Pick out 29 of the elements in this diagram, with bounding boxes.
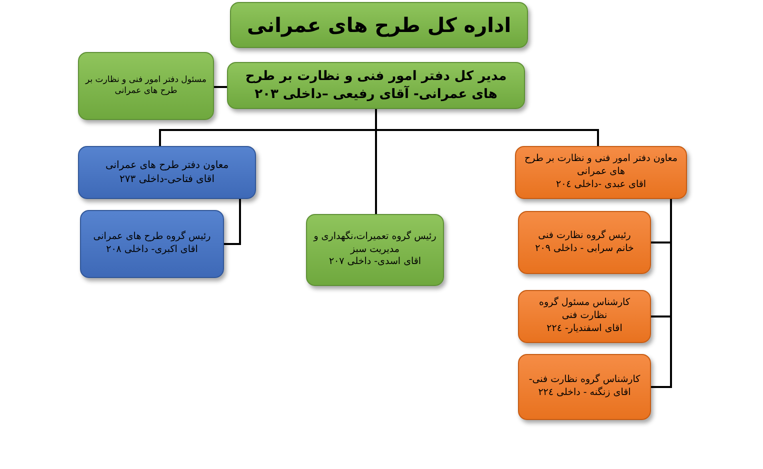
role-box — [518, 290, 651, 343]
director-box — [227, 62, 525, 109]
connector-line — [224, 199, 241, 245]
connector-line — [214, 86, 227, 88]
role-box — [306, 214, 444, 286]
box-text: مدیر کل دفتر امور فنی و نظارت بر طرح های عمرانی- آقای رفیعی –داخلی ۲۰۳ — [244, 68, 508, 104]
box-text: مسئول دفتر امور فنی و نظارت بر طرح های عمرانی — [85, 74, 207, 98]
box-text: رئیس گروه نظارت فنی — [538, 230, 631, 242]
role-box — [80, 210, 224, 278]
role-box — [515, 146, 687, 199]
box-text: رئیس گروه تعمیرات،نگهداری و مدیریت سبز — [313, 230, 437, 256]
box-text: کارشناس گروه نظارت فنی-اقای زنگنه - داخلی ۲۲٤ — [528, 374, 642, 400]
box-text: معاون دفتر طرح های عمرانی — [105, 159, 229, 172]
box-text: خانم سرابی - داخلی ۲۰۹ — [535, 242, 634, 256]
box-text: اقای اکبری- داخلی ۲۰۸ — [106, 244, 198, 257]
box-text: معاون دفتر امور فنی و نظارت بر طرح های عمرانی — [524, 153, 678, 179]
role-box — [518, 211, 651, 274]
role-box — [78, 146, 256, 199]
role-box — [518, 354, 651, 420]
box-text: کارشناس مسئول گروه نظارت فنی — [538, 297, 631, 323]
box-text: اقای فتاحی-داخلی ۲۷۳ — [120, 172, 214, 186]
box-text: اقای اسدی- داخلی ۲۰۷ — [328, 256, 422, 270]
box-text: اقای اسفندیار- ۲۲٤ — [546, 322, 622, 336]
box-text: رئیس گروه طرح های عمرانی — [93, 231, 211, 244]
connector-line — [651, 199, 672, 388]
box-text: اداره کل طرح های عمرانی — [246, 12, 512, 38]
heading-box — [230, 2, 528, 48]
role-box — [78, 52, 214, 120]
box-text: اقای عبدی -داخلی ۲۰٤ — [556, 178, 646, 192]
